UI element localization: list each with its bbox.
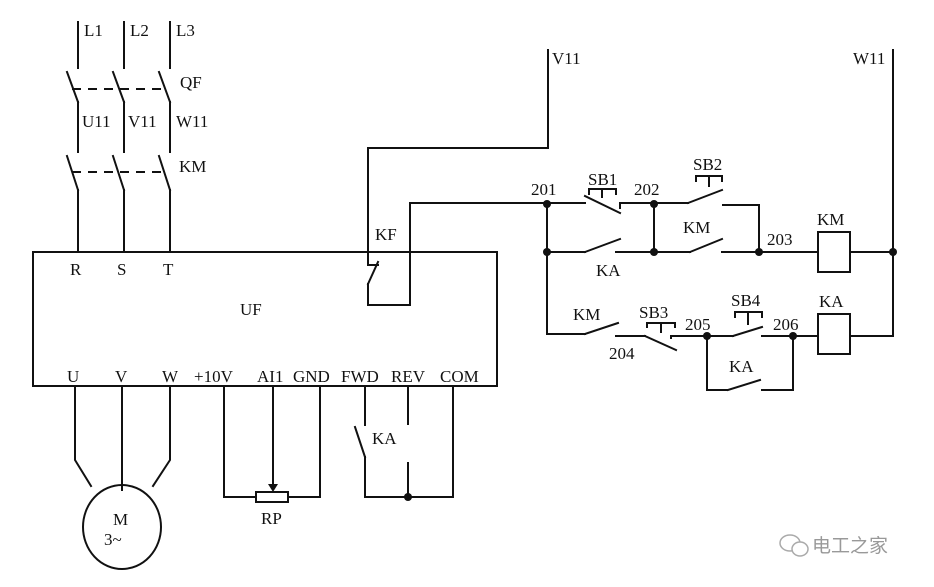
label-rp: RP [261, 509, 282, 528]
terminal-com: COM [440, 367, 479, 386]
label-u11: U11 [82, 112, 111, 131]
label-204: 204 [609, 344, 635, 363]
wechat-icon [779, 534, 809, 557]
terminal-rev: REV [391, 367, 426, 386]
label-203: 203 [767, 230, 793, 249]
main-power-circuit [65, 21, 172, 253]
junction-dot [404, 493, 412, 501]
fwd-ka-contact [353, 385, 454, 498]
node-202 [650, 200, 658, 208]
node-206 [789, 332, 797, 340]
label-w11: W11 [176, 112, 208, 131]
pot-wiring [223, 385, 321, 498]
pot-wiper-arrow-icon [268, 484, 278, 492]
terminal-r: R [70, 260, 82, 279]
motor-leads [74, 385, 171, 491]
label-kf: KF [375, 225, 397, 244]
label-ka-contact-2: KA [729, 357, 754, 376]
label-km-coil: KM [817, 210, 844, 229]
terminal-10v: +10V [194, 367, 234, 386]
inverter-label: UF [240, 300, 262, 319]
terminal-t: T [163, 260, 174, 279]
inverter-box [32, 251, 498, 387]
label-v11: V11 [128, 112, 157, 131]
terminal-ai1: AI1 [257, 367, 283, 386]
potentiometer[interactable] [255, 491, 289, 503]
terminal-v: V [115, 367, 128, 386]
label-km-contact-2: KM [573, 305, 600, 324]
motor-phase: 3~ [104, 530, 122, 549]
label-v11-ctrl: V11 [552, 49, 581, 68]
label-ka-fwd: KA [372, 429, 397, 448]
label-201: 201 [531, 180, 557, 199]
sb-actuators [588, 175, 763, 333]
motor-label: M [113, 510, 128, 529]
label-sb3: SB3 [639, 303, 668, 322]
label-205: 205 [685, 315, 711, 334]
control-wiring [546, 49, 894, 392]
node-205 [703, 332, 711, 340]
ka-coil [817, 313, 851, 355]
terminal-w: W [162, 367, 179, 386]
label-w11-ctrl: W11 [853, 49, 885, 68]
label-202: 202 [634, 180, 660, 199]
junction-dot [889, 248, 897, 256]
terminal-s: S [117, 260, 126, 279]
label-ka-coil: KA [819, 292, 844, 311]
watermark: 电工之家 [812, 535, 888, 557]
node-203 [755, 248, 763, 256]
label-206: 206 [773, 315, 799, 334]
kf-contact [366, 49, 549, 306]
terminal-fwd: FWD [341, 367, 379, 386]
label-km-contact-1: KM [683, 218, 710, 237]
km-coil [817, 231, 851, 273]
label-sb1: SB1 [588, 170, 617, 189]
junction-dot [543, 248, 551, 256]
label-qf: QF [180, 73, 202, 92]
label-ka-contact-1: KA [596, 261, 621, 280]
label-km-main: KM [179, 157, 206, 176]
label-l3: L3 [176, 21, 195, 40]
motor-symbol [82, 484, 162, 570]
label-sb2: SB2 [693, 155, 722, 174]
terminal-gnd: GND [293, 367, 330, 386]
terminal-u: U [67, 367, 79, 386]
junction-dot [650, 248, 658, 256]
label-sb4: SB4 [731, 291, 761, 310]
label-l1: L1 [84, 21, 103, 40]
node-201 [543, 200, 551, 208]
label-l2: L2 [130, 21, 149, 40]
